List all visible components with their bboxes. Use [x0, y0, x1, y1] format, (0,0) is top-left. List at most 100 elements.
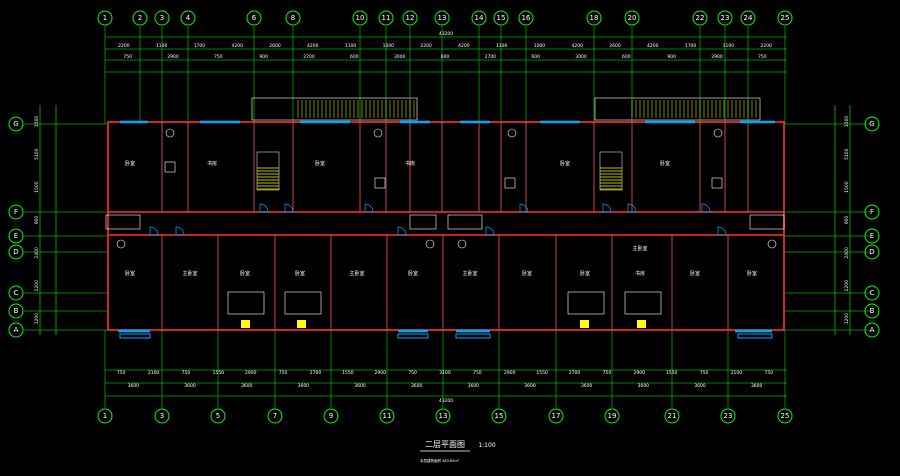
- axis-label: 4: [186, 14, 191, 22]
- axis-label: 9: [329, 412, 333, 420]
- dimension-text: 4200: [571, 43, 583, 49]
- room-label: 卧室: [240, 270, 250, 277]
- dimension-text: 2200: [420, 43, 432, 49]
- axis-label: 11: [382, 14, 391, 22]
- dimension-text: 2900: [245, 370, 257, 376]
- dimension-text: 750: [182, 370, 191, 376]
- dimension-text: 5100: [34, 148, 40, 160]
- dimension-text: 4200: [307, 43, 319, 49]
- row-bubble: [864, 322, 880, 338]
- dimension-text: 3600: [524, 383, 536, 389]
- side-dimension-lines: [39, 105, 851, 335]
- row-label: G: [13, 120, 18, 128]
- bathroom-fixtures: [105, 128, 785, 249]
- door: [364, 203, 374, 213]
- dimension-text: 750: [700, 370, 709, 376]
- dimension-text: 1500: [34, 181, 40, 193]
- dimension-text: 4200: [647, 43, 659, 49]
- room-label: 主卧室: [462, 270, 477, 277]
- room-label: 主卧室: [349, 270, 364, 277]
- dimension-text: 900: [259, 54, 268, 60]
- room-labels: 卧室卧室卧室卧室书房书房卧室主卧室卧室卧室主卧室卧室主卧室卧室卧室书房卧室卧室主…: [125, 160, 757, 277]
- row-bubble: [864, 285, 880, 301]
- overall-dimension: 43200: [439, 398, 453, 404]
- dimension-text: 2100: [731, 370, 743, 376]
- axis-bubble: [664, 408, 680, 424]
- row-bubble: [864, 204, 880, 220]
- dimension-text: 1100: [496, 43, 508, 49]
- dimension-text: 750: [123, 54, 132, 60]
- axis-label: 8: [291, 14, 295, 22]
- axis-bubble: [285, 10, 301, 26]
- axis-label: 25: [781, 14, 790, 22]
- row-label: B: [870, 307, 875, 315]
- dimension-text: 1200: [34, 280, 40, 292]
- building-walls: [107, 121, 785, 331]
- dimension-text: 1500: [34, 116, 40, 128]
- dimension-text: 750: [758, 54, 767, 60]
- row-bubble: [8, 322, 24, 338]
- room-label: 卧室: [660, 160, 670, 167]
- dimension-text: 2900: [711, 54, 723, 60]
- dimension-text: 900: [844, 216, 850, 225]
- axis-bubble: [777, 408, 793, 424]
- dimension-text: 600: [350, 54, 359, 60]
- dimension-text: 2200: [118, 43, 130, 49]
- dimension-text: 1700: [194, 43, 206, 49]
- row-bubble: [8, 244, 24, 260]
- row-bubble: [8, 228, 24, 244]
- row-label: E: [870, 232, 874, 240]
- dimension-text: 2700: [569, 370, 581, 376]
- row-bubble: [864, 116, 880, 132]
- axis-bubble: [434, 10, 450, 26]
- axis-label: 23: [721, 14, 730, 22]
- dimension-text: 750: [603, 370, 612, 376]
- axis-bubble: [210, 408, 226, 424]
- row-bubble: [864, 303, 880, 319]
- drawing-note: 本层建筑面积 483.83m²: [420, 458, 460, 463]
- row-label: F: [870, 208, 874, 216]
- dimension-text: 3600: [638, 383, 650, 389]
- dimension-text: 2900: [504, 370, 516, 376]
- row-bubble: [864, 228, 880, 244]
- windows: [118, 120, 775, 339]
- dimension-text: 600: [622, 54, 631, 60]
- axis-bubble: [97, 408, 113, 424]
- dimension-text: 2700: [303, 54, 315, 60]
- axis-bubble: [180, 10, 196, 26]
- dimension-text: 3600: [354, 383, 366, 389]
- dimension-text: 3600: [184, 383, 196, 389]
- dimension-text: 1000: [383, 43, 395, 49]
- door: [602, 203, 612, 213]
- axis-bubble: [493, 10, 509, 26]
- top-balconies: [251, 97, 761, 121]
- room-label: 卧室: [690, 270, 700, 277]
- dimension-text: 1100: [156, 43, 168, 49]
- door: [149, 226, 159, 236]
- stairs: [256, 151, 623, 191]
- axis-label: 24: [744, 14, 753, 22]
- dimension-text: 900: [34, 216, 40, 225]
- dimension-text: 3000: [575, 54, 587, 60]
- axis-label: 15: [497, 14, 506, 22]
- dimension-text: 600: [531, 54, 540, 60]
- axis-bubble: [720, 408, 736, 424]
- room-label: 卧室: [747, 270, 757, 277]
- dimension-text: 1200: [844, 313, 850, 325]
- dimension-text: 750: [473, 370, 482, 376]
- door: [701, 203, 711, 213]
- axis-bubble: [717, 10, 733, 26]
- axis-bubble: [246, 10, 262, 26]
- dimension-text: 1550: [536, 370, 548, 376]
- row-label: A: [870, 326, 875, 334]
- axis-label: 25: [781, 412, 790, 420]
- door: [519, 203, 529, 213]
- dimension-text: 1500: [844, 181, 850, 193]
- axis-bubble: [604, 408, 620, 424]
- room-label: 卧室: [315, 160, 325, 167]
